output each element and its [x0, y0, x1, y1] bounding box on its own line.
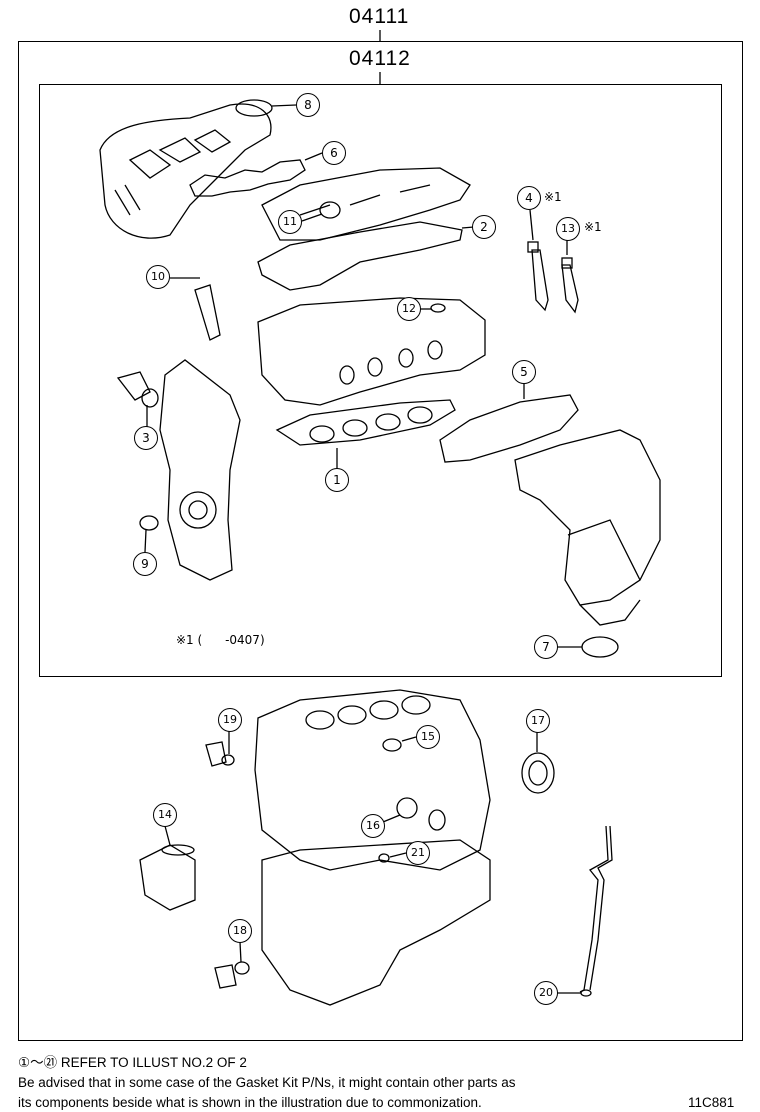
- kit-number-inner: 04112: [349, 47, 411, 70]
- callout-16: 16: [361, 814, 385, 838]
- callout-6: 6: [322, 141, 346, 165]
- callout-4: 4: [517, 186, 541, 210]
- callout-14: 14: [153, 803, 177, 827]
- head-cover-drawing: [99, 103, 272, 239]
- callout-9: 9: [133, 552, 157, 576]
- advisory-line-2: its components beside what is shown in t…: [18, 1095, 482, 1110]
- oil-cap-drawing: [235, 99, 273, 117]
- head-gasket-drawing: [275, 399, 456, 446]
- callout-2: 2: [472, 215, 496, 239]
- outer-kit-frame: [18, 41, 743, 1041]
- callout-7: 7: [534, 635, 558, 659]
- callout-20: 20: [534, 981, 558, 1005]
- callout-19: 19: [218, 708, 242, 732]
- oil-pan-drawing: [261, 839, 491, 1006]
- callout-1: 1: [325, 468, 349, 492]
- advisory-line-1: Be advised that in some case of the Gask…: [18, 1075, 516, 1090]
- exhaust-manifold-drawing: [514, 429, 661, 626]
- callout-3: 3: [134, 426, 158, 450]
- date-range-note: ※1 ( -0407): [176, 633, 265, 647]
- callout-18: 18: [228, 919, 252, 943]
- note-mark-13: ※1: [584, 220, 602, 234]
- callout-5: 5: [512, 360, 536, 384]
- inner-kit-frame: [39, 84, 722, 677]
- refer-illustration-note: ①～㉑ REFER TO ILLUST NO.2 OF 2: [18, 1055, 247, 1070]
- callout-13: 13: [556, 217, 580, 241]
- kit-number-outer: 04111: [349, 5, 410, 28]
- note-mark-4: ※1: [544, 190, 562, 204]
- callout-8: 8: [296, 93, 320, 117]
- callout-15: 15: [416, 725, 440, 749]
- callout-10: 10: [146, 265, 170, 289]
- callout-21: 21: [406, 841, 430, 865]
- engine-block-drawing: [254, 689, 491, 871]
- callout-11: 11: [278, 210, 302, 234]
- cylinder-head-drawing: [257, 297, 486, 406]
- illustration-code: 11C881: [688, 1095, 735, 1110]
- cover-gasket-drawing: [257, 221, 463, 291]
- intake-gasket-drawing: [189, 159, 306, 197]
- exhaust-gasket-drawing: [439, 394, 579, 463]
- callout-12: 12: [397, 297, 421, 321]
- valve-cover-drawing: [261, 167, 471, 241]
- callout-17: 17: [526, 709, 550, 733]
- timing-cover-drawing: [159, 359, 241, 581]
